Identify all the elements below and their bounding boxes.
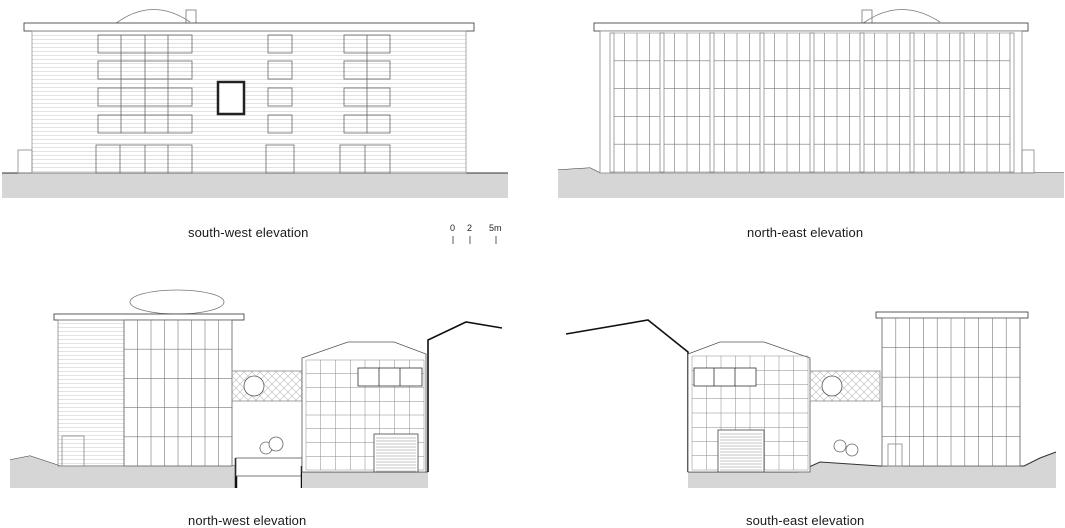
south-east-elevation-drawing	[565, 311, 1057, 488]
north-west-elevation-label: north-west elevation	[188, 513, 307, 528]
north-east-elevation-drawing	[557, 9, 1064, 198]
scale-label-5m: 5m	[489, 223, 502, 233]
south-east-elevation-label: south-east elevation	[746, 513, 865, 528]
south-west-elevation-drawing	[2, 9, 508, 198]
north-east-elevation-label: north-east elevation	[747, 225, 864, 240]
south-west-elevation-label: south-west elevation	[188, 225, 309, 240]
scale-bar	[452, 236, 497, 244]
north-west-elevation-drawing	[9, 289, 503, 488]
scale-label-2: 2	[467, 223, 473, 233]
scale-label-0: 0	[450, 223, 456, 233]
